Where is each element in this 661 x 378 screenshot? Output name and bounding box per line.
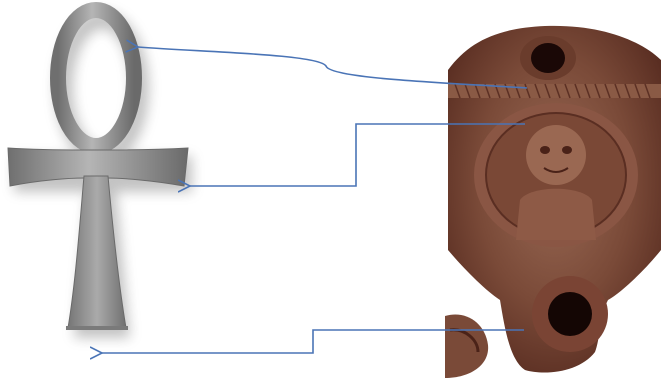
arrow-loop xyxy=(138,47,528,89)
arrow-base xyxy=(102,329,524,353)
oil-lamp-photo xyxy=(445,0,661,378)
ankh-icon xyxy=(7,2,192,338)
ankh-loop xyxy=(50,2,142,154)
arrow-crossbar xyxy=(190,123,525,186)
